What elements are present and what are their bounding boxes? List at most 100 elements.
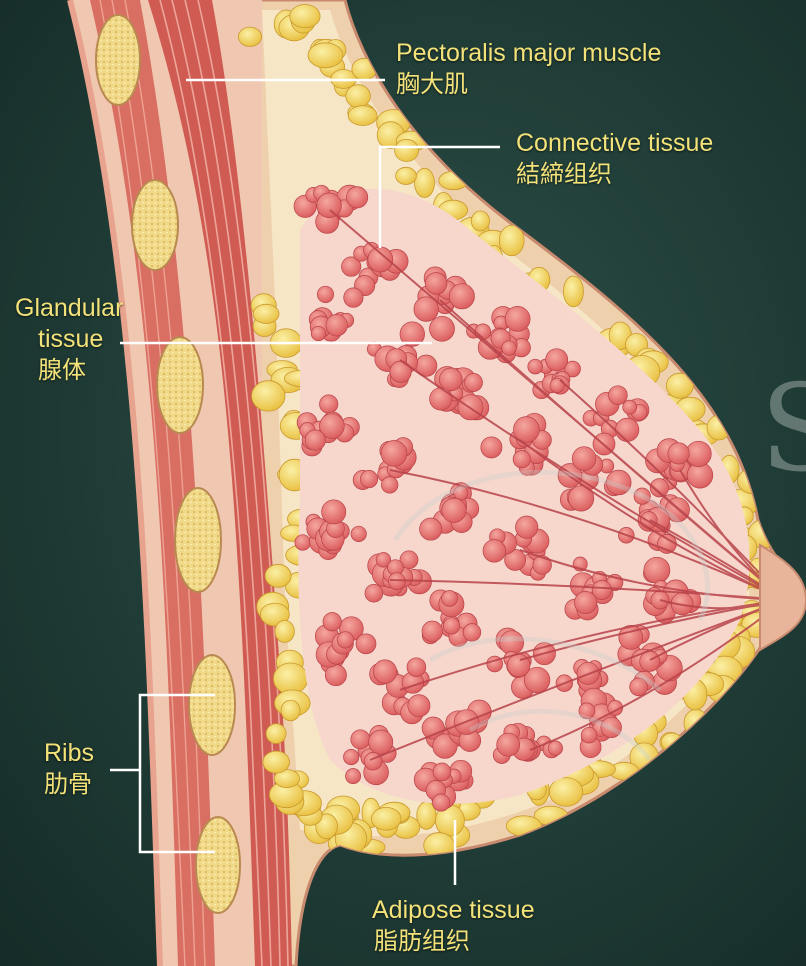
fat-globule	[563, 276, 583, 307]
label-ribs-zh: 肋骨	[44, 769, 94, 800]
gland-lobule	[346, 187, 367, 208]
rib	[157, 337, 203, 433]
gland-lobule	[616, 418, 639, 441]
rib	[196, 817, 240, 913]
gland-lobule	[430, 316, 455, 341]
gland-lobule	[326, 314, 348, 336]
label-glandular-zh: 腺体	[15, 355, 123, 386]
fat-globule	[265, 564, 291, 587]
gland-lobule	[439, 368, 462, 391]
gland-lobule	[295, 535, 311, 551]
gland-lobule	[311, 326, 325, 340]
gland-lobule	[465, 374, 483, 392]
label-connective: Connective tissue 結締组织	[516, 128, 713, 190]
fat-globule	[549, 778, 583, 807]
gland-lobule	[548, 741, 562, 755]
gland-lobule	[381, 441, 407, 467]
fat-globule	[371, 807, 401, 830]
fat-globule	[266, 724, 286, 744]
gland-lobule	[407, 658, 426, 677]
gland-lobule	[323, 613, 341, 631]
gland-lobule	[369, 730, 393, 754]
gland-lobule	[686, 441, 711, 466]
gland-lobule	[364, 752, 382, 770]
fat-globule	[253, 304, 279, 323]
gland-lobule	[317, 286, 333, 302]
gland-lobule	[516, 516, 538, 538]
gland-lobule	[408, 695, 430, 717]
gland-lobule	[373, 660, 396, 683]
fat-globule	[395, 139, 419, 161]
gland-lobule	[550, 378, 564, 392]
gland-lobule	[442, 498, 466, 522]
gland-lobule	[433, 794, 450, 811]
gland-lobule	[500, 631, 524, 655]
gland-lobule	[351, 526, 366, 541]
gland-lobule	[497, 733, 520, 756]
gland-lobule	[390, 361, 411, 382]
gland-lobule	[422, 621, 443, 642]
gland-lobule	[449, 284, 474, 309]
gland-lobule	[356, 634, 376, 654]
gland-lobule	[574, 591, 596, 613]
gland-lobule	[546, 349, 568, 371]
fat-globule	[348, 106, 377, 126]
gland-lobule	[420, 518, 442, 540]
label-glandular-en-2: tissue	[15, 324, 123, 355]
gland-lobule	[365, 584, 383, 602]
gland-lobule	[305, 430, 325, 450]
fat-globule	[471, 211, 489, 231]
rib	[96, 15, 140, 105]
fat-globule	[396, 167, 417, 184]
fat-globule	[273, 663, 307, 694]
gland-lobule	[337, 632, 353, 648]
gland-lobule	[433, 763, 451, 781]
watermark-letter: S	[760, 360, 806, 499]
gland-lobule	[505, 306, 530, 331]
fat-globule	[308, 43, 343, 68]
gland-lobule	[344, 288, 363, 307]
fat-globule	[275, 620, 294, 642]
fat-globule	[290, 5, 320, 28]
gland-lobule	[344, 749, 359, 764]
label-pectoralis-en: Pectoralis major muscle	[396, 38, 661, 69]
gland-lobule	[483, 540, 506, 563]
label-ribs: Ribs 肋骨	[44, 738, 94, 800]
gland-lobule	[430, 388, 452, 410]
gland-lobule	[443, 618, 459, 634]
label-adipose-en: Adipose tissue	[372, 895, 535, 926]
label-glandular-en-1: Glandular	[15, 293, 123, 324]
rib	[175, 488, 221, 592]
gland-lobule	[463, 624, 481, 642]
gland-lobule	[528, 359, 543, 374]
gland-lobule	[623, 400, 637, 414]
rib	[189, 655, 235, 755]
gland-lobule	[320, 395, 338, 413]
gland-lobule	[644, 557, 670, 583]
gland-lobule	[513, 451, 530, 468]
label-glandular: Glandular tissue 腺体	[15, 293, 123, 386]
label-adipose: Adipose tissue 脂肪组织	[372, 895, 535, 957]
fat-globule	[281, 700, 300, 721]
gland-lobule	[481, 437, 502, 458]
gland-lobule	[325, 665, 346, 686]
gland-lobule	[442, 591, 458, 607]
label-connective-zh: 結締组织	[516, 159, 713, 190]
fat-globule	[346, 85, 371, 108]
gland-lobule	[572, 447, 596, 471]
gland-lobule	[317, 193, 342, 218]
label-ribs-en: Ribs	[44, 738, 94, 769]
fat-globule	[252, 381, 285, 411]
gland-lobule	[360, 470, 377, 487]
gland-lobule	[381, 477, 398, 494]
fat-globule	[415, 168, 435, 197]
gland-lobule	[322, 500, 346, 524]
gland-lobule	[609, 386, 628, 405]
label-pectoralis-zh: 胸大肌	[396, 69, 661, 100]
gland-lobule	[502, 341, 517, 356]
rib	[132, 180, 178, 270]
gland-lobule	[346, 769, 361, 784]
gland-lobule	[351, 730, 370, 749]
fat-globule	[238, 27, 261, 46]
